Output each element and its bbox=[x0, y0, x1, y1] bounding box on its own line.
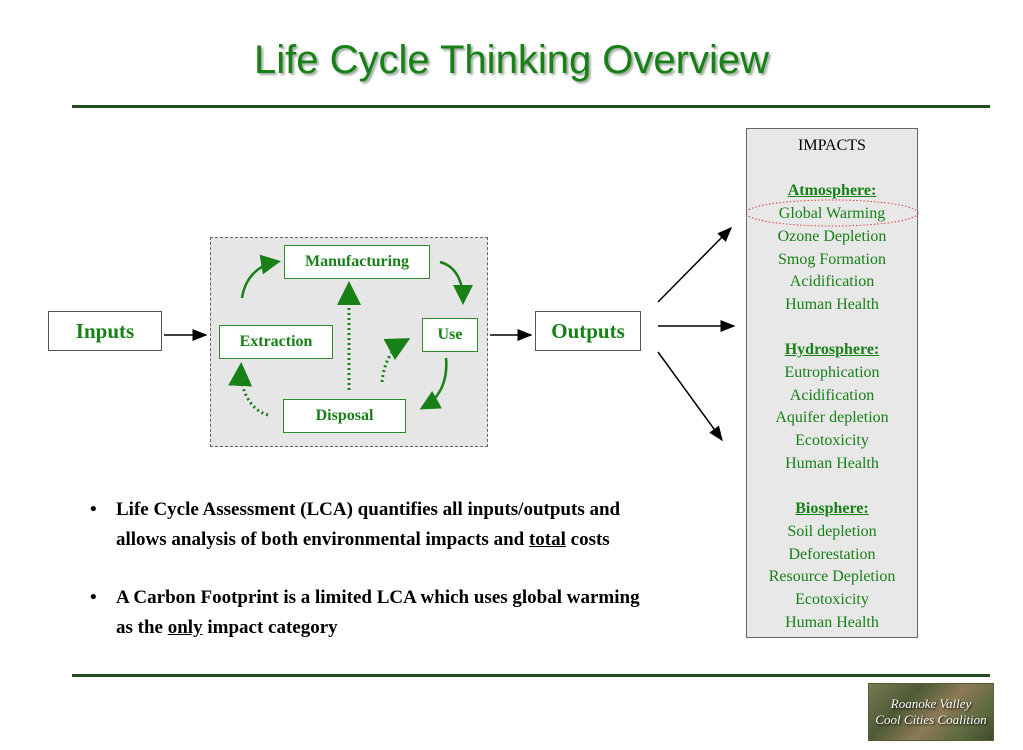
impact-item: Global Warming bbox=[778, 205, 886, 223]
arrow-outputs-to-biosphere bbox=[657, 351, 723, 442]
inputs-label: Inputs bbox=[75, 318, 135, 343]
bottom-divider bbox=[72, 674, 990, 677]
coalition-logo: Roanoke Valley Cool Cities Coalition bbox=[868, 683, 994, 741]
impact-item: Eutrophication bbox=[784, 364, 880, 381]
logo-line-1: Roanoke Valley bbox=[890, 696, 972, 711]
outputs-label: Outputs bbox=[551, 318, 625, 343]
bullet-lca-tail: costs bbox=[565, 528, 610, 550]
impact-item: Ecotoxicity bbox=[795, 432, 869, 450]
biosphere-heading: Biosphere: bbox=[795, 500, 869, 518]
impact-item: Human Health bbox=[785, 295, 879, 313]
impact-item: Ozone Depletion bbox=[777, 227, 887, 245]
impact-item: Deforestation bbox=[788, 545, 876, 563]
arrow-disposal-to-extraction bbox=[228, 362, 269, 417]
outputs-box: Outputs bbox=[535, 311, 641, 351]
stage-use-label: Use bbox=[437, 326, 463, 343]
bullet-carbon-text: A Carbon Footprint is a limited LCA whic… bbox=[116, 587, 640, 638]
top-divider bbox=[72, 105, 990, 108]
inputs-box: Inputs bbox=[48, 311, 162, 351]
impact-item: Aquifer depletion bbox=[775, 409, 889, 427]
impact-item: Resource Depletion bbox=[768, 568, 896, 586]
stage-extraction-label: Extraction bbox=[239, 333, 313, 350]
impact-item: Acidification bbox=[789, 386, 875, 404]
impact-item: Human Health bbox=[785, 454, 879, 472]
arrow-manufacturing-to-use bbox=[439, 260, 473, 305]
bullet-lca-underlined: total bbox=[528, 528, 566, 550]
bullet-list: •Life Cycle Assessment (LCA) quantifies … bbox=[88, 495, 648, 642]
stage-use: Use bbox=[422, 318, 478, 352]
impact-item: Soil depletion bbox=[787, 522, 877, 540]
page-title: Life Cycle Thinking Overview bbox=[253, 38, 770, 82]
bullet-carbon-tail: impact category bbox=[202, 616, 338, 638]
arrow-extraction-to-manufacturing bbox=[240, 254, 281, 299]
impact-item: Ecotoxicity bbox=[795, 591, 869, 609]
stage-extraction: Extraction bbox=[219, 325, 333, 359]
stage-disposal: Disposal bbox=[283, 399, 406, 433]
logo-line-2: Cool Cities Coalition bbox=[875, 712, 987, 727]
stage-manufacturing: Manufacturing bbox=[284, 245, 430, 279]
arrow-disposal-to-use bbox=[380, 338, 411, 383]
bullet-carbon-footprint: •A Carbon Footprint is a limited LCA whi… bbox=[90, 587, 640, 638]
atmosphere-heading: Atmosphere: bbox=[787, 182, 877, 200]
bullet-carbon-underlined: only bbox=[167, 616, 203, 638]
arrow-use-to-disposal bbox=[419, 357, 448, 410]
bullet-lca-text: Life Cycle Assessment (LCA) quantifies a… bbox=[116, 499, 621, 550]
impacts-heading: IMPACTS bbox=[798, 137, 866, 154]
arrow-outputs-to-atmosphere bbox=[657, 226, 733, 303]
bullet-lca: •Life Cycle Assessment (LCA) quantifies … bbox=[90, 499, 621, 550]
impact-item: Human Health bbox=[785, 613, 879, 631]
impact-item: Acidification bbox=[789, 273, 875, 291]
stage-manufacturing-label: Manufacturing bbox=[305, 253, 409, 270]
impact-item: Smog Formation bbox=[777, 250, 886, 268]
hydrosphere-heading: Hydrosphere: bbox=[784, 341, 880, 359]
stage-disposal-label: Disposal bbox=[315, 407, 374, 424]
impacts-panel: IMPACTS Atmosphere: Global Warming Ozone… bbox=[746, 128, 918, 638]
